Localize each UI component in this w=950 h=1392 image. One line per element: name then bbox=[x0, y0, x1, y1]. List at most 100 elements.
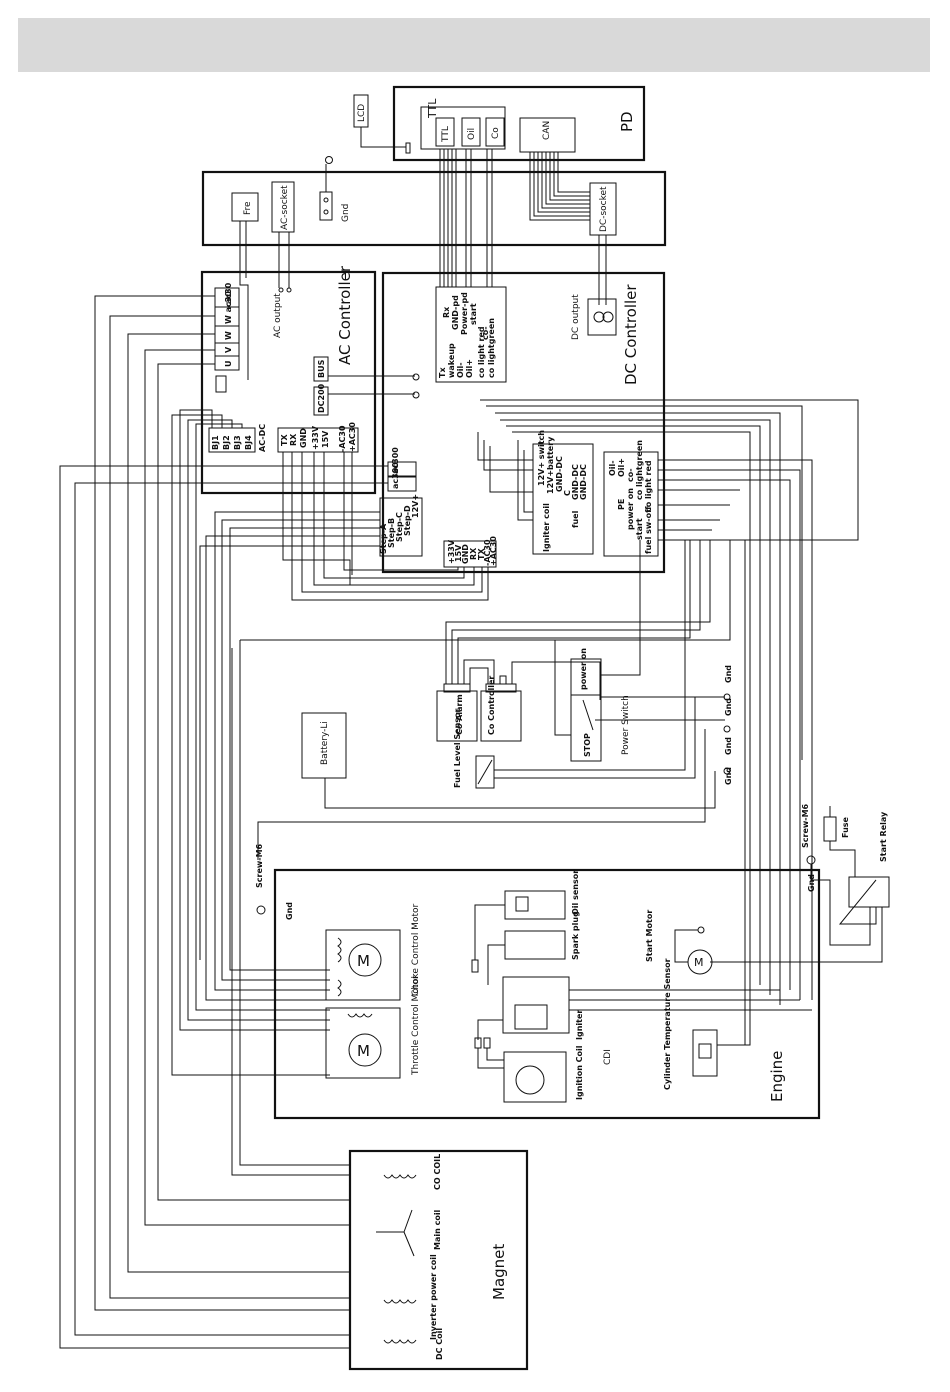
start-motor-gnd-node bbox=[697, 926, 705, 934]
dc-mid-pin-2: 12V+battery bbox=[546, 436, 555, 494]
dc-mid-pin-4: C bbox=[563, 490, 572, 496]
co-port-label: Co bbox=[491, 127, 501, 139]
dc200-block bbox=[313, 386, 329, 416]
ac-comm-33v: +33V bbox=[311, 425, 320, 450]
screw-m6-left-node bbox=[256, 905, 266, 915]
ac-comm-15v: 15V bbox=[321, 430, 330, 448]
dc-top-pin-3: Power-pd bbox=[460, 292, 469, 335]
dc-controller bbox=[381, 271, 666, 574]
inverter-coil-label: Inverter power coil bbox=[429, 1254, 438, 1340]
co-alarm-label: Co Alarm bbox=[455, 694, 464, 735]
engine-label: Engine bbox=[768, 1051, 786, 1102]
ac-output-node-2 bbox=[286, 287, 292, 293]
lcd-wire bbox=[360, 127, 406, 148]
throttle-motor-block bbox=[325, 1007, 401, 1079]
ac-controller bbox=[200, 270, 377, 495]
dc-right-pin-3: co- bbox=[626, 468, 635, 482]
header-band bbox=[18, 18, 930, 72]
dc-right-pin-6: PE bbox=[617, 499, 626, 510]
igniter-wires bbox=[569, 989, 812, 1011]
can-cable-bundle bbox=[529, 152, 590, 221]
co-alarm-block bbox=[436, 690, 478, 742]
oil-sensor-diode bbox=[471, 959, 479, 973]
dc-mid-pin-3: GND-DC bbox=[555, 456, 564, 492]
cyl-temp-wire bbox=[717, 540, 746, 1046]
co-controller-block bbox=[480, 690, 522, 742]
dc-bottom-pin-4: RX bbox=[469, 547, 478, 560]
gnd-switch-label-4: Gnd bbox=[724, 767, 733, 785]
bus-node-2 bbox=[412, 391, 420, 399]
gnd-switch-label-3: Gnd bbox=[724, 737, 733, 755]
gnd-terminal-dot-1 bbox=[323, 197, 329, 203]
fuel-level-sensor-block bbox=[475, 755, 495, 789]
ac-controller-label: AC Controller bbox=[336, 265, 354, 365]
screw-left-wire bbox=[257, 729, 706, 860]
fuel-level-sensor-label: Fuel Level Sensor bbox=[453, 708, 462, 788]
dc-top-pin-10: co light red bbox=[477, 326, 486, 378]
dc-right-pin-9: fuel sw-off bbox=[644, 506, 653, 554]
ac-comm-gnd: GND bbox=[299, 428, 308, 448]
ttl-cable-bundle bbox=[439, 149, 493, 287]
ac-small-2: BJ2 bbox=[222, 435, 231, 450]
dc-output-socket-2 bbox=[602, 311, 614, 323]
gnd-switch-node-1 bbox=[723, 693, 731, 701]
ttl-title: TTL bbox=[426, 98, 439, 119]
cyl-temp-sensor-element bbox=[698, 1043, 712, 1059]
cyl-temp-sensor-block bbox=[692, 1029, 718, 1077]
inverter-coil-symbol bbox=[383, 1299, 417, 1304]
dc-top-pin-7: wakeup bbox=[447, 343, 456, 378]
ac-small-3: BJ3 bbox=[233, 435, 242, 450]
main-coil-label: Main coil bbox=[433, 1209, 442, 1250]
choke-motor-m: M bbox=[357, 952, 370, 970]
dc-right-pin-1: Oil- bbox=[608, 460, 617, 476]
ac-terminal-dividers bbox=[215, 306, 239, 357]
dc-output-socket-1 bbox=[593, 311, 605, 323]
dc-top-pin-6: Tx bbox=[438, 367, 447, 378]
choke-motor-symbol bbox=[348, 943, 382, 977]
can-block bbox=[519, 117, 576, 153]
gnd-switch-label-2: Gnd bbox=[724, 698, 733, 716]
ac300-2: ac300 bbox=[391, 462, 400, 489]
fuse-block bbox=[823, 816, 837, 842]
start-relay-label: Start Relay bbox=[879, 811, 888, 862]
screw-m6-right-label: Screw-M6 bbox=[801, 803, 810, 848]
dc-right-pin-8: start bbox=[635, 518, 644, 540]
dc-output-block bbox=[587, 298, 617, 336]
gnd-top-label: Gnd bbox=[341, 204, 351, 222]
power-switch-wiring bbox=[554, 540, 725, 736]
dc-top-pin-9: Oil+ bbox=[465, 359, 474, 378]
fuse-wire bbox=[829, 806, 856, 877]
dc-controller-label: DC Controller bbox=[622, 284, 640, 385]
throttle-motor-label: Throttle Control Motor bbox=[411, 975, 421, 1076]
ac-output-node-1 bbox=[278, 287, 284, 293]
dc-top-pin-5: co- bbox=[481, 326, 490, 340]
lcd-label: LCD bbox=[357, 104, 367, 122]
fuse-label: Fuse bbox=[841, 816, 850, 838]
gnd-terminal-dot-2 bbox=[323, 209, 329, 215]
dc-coil-label: DC Coil bbox=[435, 1328, 444, 1360]
gnd-top-node bbox=[325, 156, 333, 164]
ignition-coil-symbol bbox=[515, 1065, 545, 1095]
dc-bottom-pin-7: +AC30 bbox=[489, 536, 498, 566]
co-coil-label: CO COIL bbox=[433, 1154, 442, 1190]
bus-block bbox=[313, 356, 329, 382]
step-pin-block bbox=[379, 497, 423, 557]
dc-bottom-pin-block bbox=[443, 540, 497, 568]
ttl-block bbox=[420, 106, 506, 150]
igniter-label: Igniter bbox=[575, 1010, 584, 1040]
ac-dc-label: AC-DC bbox=[258, 424, 267, 452]
gnd-engine-label: Gnd bbox=[807, 874, 816, 892]
ac-terminal-block bbox=[214, 287, 240, 371]
dc-bottom-pin-6: -AC30 bbox=[483, 539, 492, 566]
throttle-motor-symbol bbox=[348, 1033, 382, 1067]
dc-mid-pin-7: fuel bbox=[571, 510, 580, 528]
ignition-coil-diode-2 bbox=[483, 1037, 491, 1049]
ignition-coil-wires bbox=[477, 1048, 504, 1069]
screw-m6-left-label: Screw-M6 bbox=[255, 843, 264, 888]
spark-plug-wire bbox=[487, 944, 505, 985]
main-harness bbox=[59, 295, 731, 1349]
dc-top-pin-11: co lightgreen bbox=[487, 318, 496, 378]
ac-comm-tx: TX bbox=[280, 434, 289, 446]
power-switch-label: Power Switch bbox=[621, 695, 631, 755]
